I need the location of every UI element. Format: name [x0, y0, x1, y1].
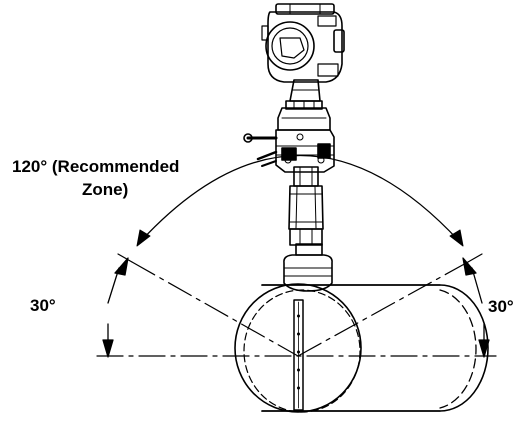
lower-hex-fitting [290, 229, 322, 245]
sensor-bar [294, 300, 303, 410]
right-angle-label: 30° [488, 297, 514, 316]
sensor-module [284, 255, 332, 291]
transmitter-assembly [244, 4, 344, 291]
left-30-arrow-down [103, 340, 113, 357]
housing-front-cover [266, 22, 314, 70]
left-angle-label: 30° [30, 296, 56, 315]
electronics-housing [268, 12, 342, 82]
arc-arrow-right [450, 230, 463, 246]
manifold-block [276, 130, 334, 172]
right-30-arrow-down [479, 340, 489, 357]
pipe-body-outline [262, 285, 488, 411]
housing-neck [290, 80, 320, 101]
sensor-holes [297, 314, 300, 390]
right-30-dimension [463, 258, 489, 357]
manifold-valve-handles [244, 134, 330, 166]
pipe-front-face [235, 284, 361, 412]
upper-coupling [294, 167, 318, 186]
centerlines [97, 262, 496, 356]
right-30-arrow-up [463, 258, 476, 275]
housing-conduit [334, 30, 344, 52]
manifold-bolt [297, 134, 303, 140]
pipe [235, 284, 488, 412]
recommended-zone-arc [141, 156, 459, 242]
pipe-hidden-end [440, 290, 476, 408]
arc-arrow-left [137, 230, 150, 246]
recommended-zone-label-line2: Zone) [82, 180, 129, 199]
right-30-degree-line [298, 262, 468, 356]
hex-body [289, 186, 323, 229]
extension-ticks [118, 254, 482, 262]
recommended-zone-label-line1: 120° (Recommended [12, 157, 180, 176]
sensor-module-neck [296, 244, 322, 255]
arc-arrowheads [137, 230, 463, 246]
transmitter-flange [278, 108, 330, 130]
housing-cap [276, 4, 334, 14]
left-30-arrow-up [115, 258, 128, 275]
left-30-degree-line [132, 262, 298, 356]
pipe-inner-face [244, 290, 360, 412]
left-30-dimension [103, 258, 128, 357]
